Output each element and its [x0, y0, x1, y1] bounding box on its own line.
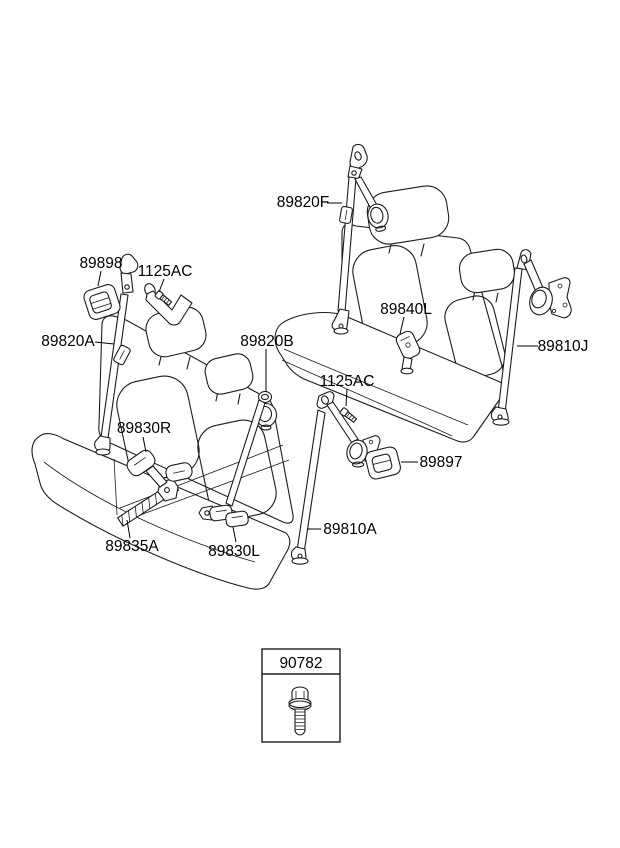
part-89820F-belt-assembly [331, 143, 389, 335]
anchor-foot [492, 418, 510, 426]
label-90782[interactable]: 90782 [279, 655, 322, 672]
belt-top-anchor [349, 143, 368, 170]
leader-1125AC-2 [345, 388, 348, 407]
label-89820A[interactable]: 89820A [41, 333, 95, 350]
middle-cushion-front-crease [43, 461, 256, 563]
cover-body [83, 284, 121, 320]
anchor-slot [354, 151, 362, 161]
anchor-foot [95, 448, 111, 456]
anchor-bolt [164, 487, 170, 493]
belt-webbing [296, 409, 326, 554]
legend-box-frame [261, 648, 341, 743]
label-89898[interactable]: 89898 [79, 255, 122, 272]
hex-flange-bolt-icon [288, 686, 312, 736]
label-89897[interactable]: 89897 [419, 454, 462, 471]
label-89820B[interactable]: 89820B [240, 333, 293, 350]
retractor [529, 277, 572, 319]
label-89820F[interactable]: 89820F [277, 194, 330, 211]
part-89830L-buckle [198, 504, 249, 528]
part-89810J-belt-assembly [490, 249, 572, 426]
middle-headrest-posts [158, 352, 241, 405]
buckle-foot [400, 367, 414, 375]
anchor-bolt [297, 553, 303, 559]
rear-cushion-seam [281, 348, 469, 437]
anchor-plate [120, 272, 134, 294]
label-89830R[interactable]: 89830R [117, 420, 171, 437]
label-89835A[interactable]: 89835A [105, 538, 159, 555]
label-89830L[interactable]: 89830L [208, 543, 260, 560]
anchor-bolt-hole [124, 284, 130, 290]
rear-headrest-posts [388, 239, 499, 303]
part-89820B-belt-assembly [225, 390, 278, 507]
part-89820A-belt-assembly [94, 253, 193, 456]
anchor-foot [291, 557, 309, 565]
cover-body [365, 446, 401, 480]
leader-89898 [97, 270, 102, 287]
anchor-foot [333, 327, 349, 335]
middle-right-headrest [204, 353, 254, 395]
belt-webbing [225, 399, 266, 507]
guide-strap [145, 290, 193, 326]
part-89810A-belt-assembly [290, 391, 381, 565]
label-89840L[interactable]: 89840L [380, 301, 432, 318]
middle-bench-seat [31, 306, 294, 590]
buckle-body [395, 330, 421, 360]
label-89810A[interactable]: 89810A [323, 521, 377, 538]
middle-cushion-bolster-crease [113, 458, 118, 516]
anchor-bolt [338, 323, 344, 329]
rear-left-headrest [366, 185, 450, 245]
bolt-1125AC-icon [154, 290, 172, 306]
bolt-shank [344, 411, 357, 423]
label-1125AC-2[interactable]: 1125AC [320, 373, 375, 390]
leader-89835A [126, 519, 131, 539]
leader-1125AC-1 [158, 278, 165, 293]
cover-inner [371, 453, 393, 473]
part-89840L-buckle [395, 330, 421, 375]
anchor-bolt [204, 510, 210, 516]
rear-bench-seat [274, 185, 516, 443]
buckle-head [126, 449, 156, 477]
leader-89830R [142, 436, 147, 453]
part-89897-cover [365, 446, 401, 480]
part-89830R-buckle [126, 449, 193, 502]
leader-89820A [94, 341, 115, 345]
leader-lines [94, 202, 538, 543]
middle-backrest [98, 315, 294, 524]
bolt-1125AC-icon-2 [339, 407, 357, 423]
belt-strap [354, 176, 378, 210]
belt-top-mount [119, 253, 139, 275]
anchor-bolt [497, 414, 503, 420]
label-1125AC-1[interactable]: 1125AC [138, 263, 193, 280]
label-89810J[interactable]: 89810J [538, 338, 589, 355]
legend-box-90782: 90782 [261, 648, 341, 743]
part-89898-cover [83, 284, 121, 320]
leader-89840L [399, 316, 405, 335]
middle-cushion-bight-lines [119, 444, 290, 522]
cover-inner [89, 291, 112, 314]
callout-labels: 89820F 89898 1125AC 89820A 89820B 89840L… [41, 194, 588, 560]
middle-cushion [31, 433, 291, 590]
strap-to-retractor [326, 401, 359, 444]
buckle-head-2 [225, 510, 249, 528]
retractor [367, 203, 389, 232]
anchor-bolt-hole [351, 170, 357, 176]
rear-right-headrest [458, 248, 516, 294]
leader-89830L [232, 526, 237, 543]
